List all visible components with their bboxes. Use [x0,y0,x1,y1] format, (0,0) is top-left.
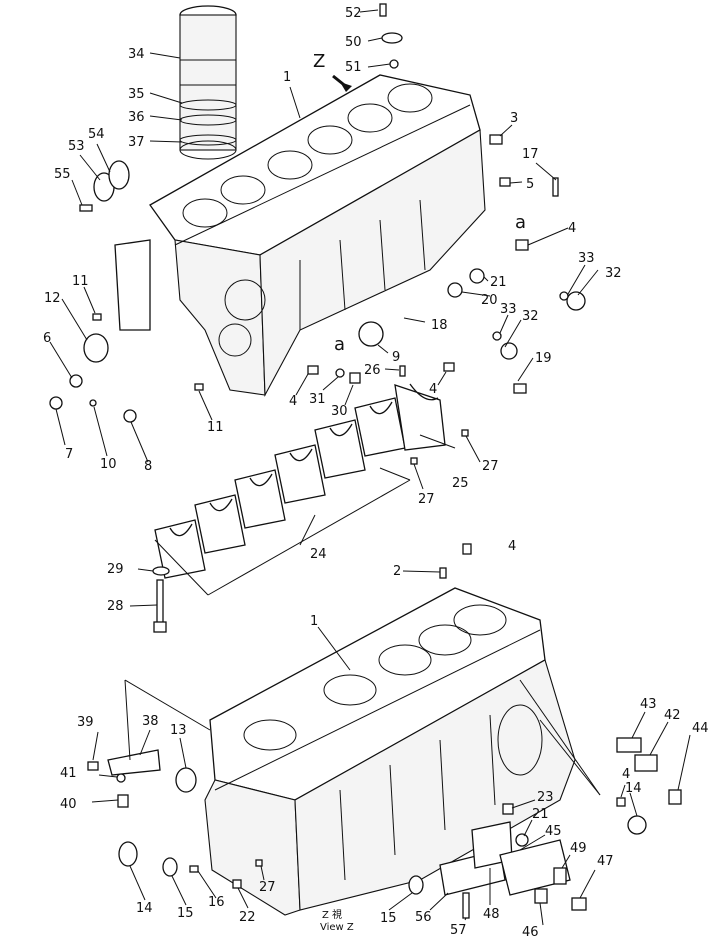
callout-20: 20 [481,293,498,308]
callout-53: 53 [68,139,85,154]
leader-lines-lower [91,570,691,926]
left-flange-parts [79,160,130,212]
callout-48: 48 [483,907,500,922]
callout-1-upper: 1 [283,70,291,85]
view-z-arrow [332,74,352,92]
callout-4-d: 4 [508,539,516,554]
callout-50: 50 [345,35,362,50]
callout-49: 49 [570,841,587,856]
callout-44: 44 [692,721,709,736]
callout-9: 9 [392,350,400,365]
right-side-plugs [447,134,586,394]
callout-40: 40 [60,797,77,812]
callout-17: 17 [522,147,539,162]
callout-42: 42 [664,708,681,723]
view-caption-en: View Z [320,922,354,933]
ref-a-lower: a [334,334,345,355]
callout-12: 12 [44,291,61,306]
callout-labels: 52 50 51 34 35 36 37 1 3 17 5 53 54 55 4… [43,6,709,939]
callout-4-e: 4 [622,767,630,782]
callout-4-c: 4 [289,394,297,409]
callout-55: 55 [54,167,71,182]
callout-41: 41 [60,766,77,781]
callout-30: 30 [331,404,348,419]
callout-39: 39 [77,715,94,730]
upper-cylinder-block [114,74,486,398]
view-caption-jp: Z 視 [322,908,342,921]
liner-rings [179,99,237,146]
callout-51: 51 [345,60,362,75]
callout-11-a: 11 [72,274,89,289]
callout-57: 57 [450,923,467,938]
callout-43: 43 [640,697,657,712]
callout-56: 56 [415,910,432,925]
callout-27-a: 27 [482,459,499,474]
callout-5: 5 [526,177,534,192]
bearing-cap-bolts [129,429,481,633]
callout-27-c: 27 [259,880,276,895]
callout-23: 23 [537,790,554,805]
callout-35: 35 [128,87,145,102]
callout-21-b: 21 [532,807,549,822]
cylinder-liner [179,5,237,160]
callout-3: 3 [510,111,518,126]
callout-6: 6 [43,331,51,346]
callout-33-a: 33 [578,251,595,266]
callout-14-a: 14 [625,781,642,796]
callout-8: 8 [144,459,152,474]
callout-4-a: 4 [568,221,576,236]
left-small-parts [49,313,384,423]
view-z-label: Z [313,51,325,72]
callout-11-b: 11 [207,420,224,435]
callout-38: 38 [142,714,159,729]
callout-22: 22 [239,910,256,925]
callout-54: 54 [88,127,105,142]
reference-labels: Z a a Z 視 View Z [313,51,526,933]
top-small-parts [379,3,403,69]
callout-45: 45 [545,824,562,839]
callout-2: 2 [393,564,401,579]
callout-10: 10 [100,457,117,472]
callout-15-b: 15 [380,911,397,926]
callout-7: 7 [65,447,73,462]
ref-a-upper: a [515,212,526,233]
callout-31: 31 [309,392,326,407]
callout-14-b: 14 [136,901,153,916]
callout-29: 29 [107,562,124,577]
callout-1-lower: 1 [310,614,318,629]
callout-34: 34 [128,47,145,62]
lower-small-parts [87,737,682,919]
callout-25: 25 [452,476,469,491]
main-bearing-caps [154,383,446,596]
callout-37: 37 [128,135,145,150]
mid-small-parts [307,362,455,384]
callout-36: 36 [128,110,145,125]
leader-lines-upper [49,9,599,463]
callout-26: 26 [364,363,381,378]
callout-4-b: 4 [429,382,437,397]
callout-52: 52 [345,6,362,21]
callout-32-a: 32 [605,266,622,281]
callout-21-a: 21 [490,275,507,290]
callout-28: 28 [107,599,124,614]
callout-16: 16 [208,895,225,910]
callout-18: 18 [431,318,448,333]
callout-13: 13 [170,723,187,738]
callout-27-b: 27 [418,492,435,507]
callout-47: 47 [597,854,614,869]
callout-33-b: 33 [500,302,517,317]
callout-19: 19 [535,351,552,366]
callout-32-b: 32 [522,309,539,324]
callout-15-a: 15 [177,906,194,921]
callout-46: 46 [522,925,539,939]
lower-cylinder-block [204,543,576,916]
callout-24: 24 [310,547,327,562]
